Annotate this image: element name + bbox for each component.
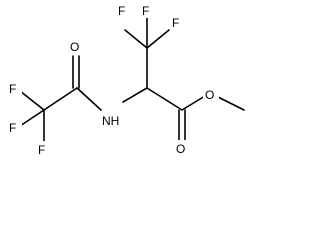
atom-label-f-left-bottom: F bbox=[38, 143, 45, 157]
atom-label-o-ester: O bbox=[205, 88, 214, 102]
bond-c-f-left-lower bbox=[19, 109, 45, 127]
atom-label-layer: F F F O F F F NH O O bbox=[8, 2, 219, 157]
bond-stereocenter-to-nh bbox=[122, 87, 148, 103]
bond-c-f-top-left bbox=[124, 29, 148, 49]
atom-label-f-top-center: F bbox=[142, 4, 149, 18]
bond-c-f-top-right bbox=[146, 29, 170, 49]
bond-amide-carbon-to-cf3 bbox=[43, 87, 78, 111]
bond-c-f-left-upper bbox=[19, 90, 45, 111]
atom-label-f-left-upper: F bbox=[9, 82, 16, 96]
bond-stereocenter-to-ester-carbon bbox=[146, 87, 183, 111]
atom-label-o-carbonyl: O bbox=[176, 142, 185, 156]
atom-label-nh: NH bbox=[102, 114, 119, 128]
atom-label-f-top-left: F bbox=[118, 4, 125, 18]
atom-label-o-amide: O bbox=[70, 40, 79, 54]
atom-label-f-top-right: F bbox=[172, 16, 179, 30]
bond-ester-carbon-to-oxygen bbox=[181, 95, 206, 111]
atom-label-f-left-lower: F bbox=[9, 121, 16, 135]
bond-ester-oxygen-to-methyl bbox=[215, 95, 245, 111]
bond-layer bbox=[19, 17, 245, 143]
bond-nh-to-amide-carbon bbox=[76, 87, 102, 111]
molecule-structure: F F F O F F F NH O O bbox=[8, 2, 245, 157]
